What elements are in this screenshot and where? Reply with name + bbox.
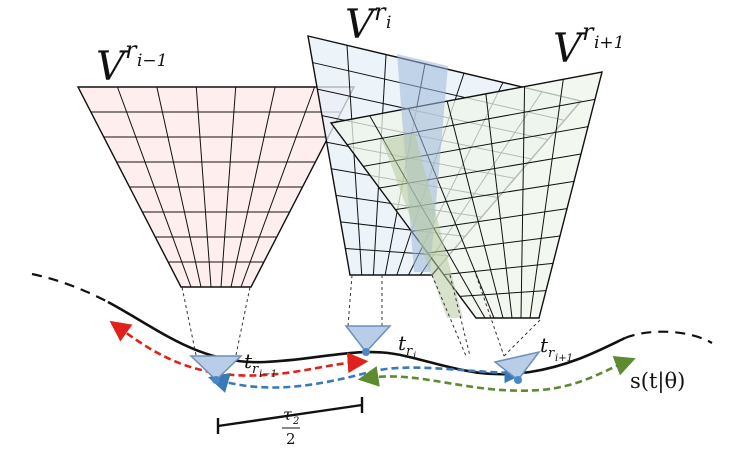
svg-text:V: V — [96, 44, 129, 90]
svg-text:r: r — [548, 346, 555, 361]
svg-text:i: i — [413, 351, 416, 362]
svg-text:i−1: i−1 — [137, 51, 168, 71]
svg-text:2: 2 — [292, 416, 299, 427]
tau-bracket — [216, 397, 364, 434]
projection-lines — [181, 274, 543, 357]
label-view-left: V r i−1 — [96, 36, 168, 90]
trajectory-dashed-right — [624, 330, 713, 344]
svg-text:t: t — [244, 349, 253, 373]
svg-text:t: t — [398, 331, 407, 355]
view-grid-left — [76, 86, 356, 288]
trajectory-dashed-left — [31, 272, 109, 303]
svg-text:r: r — [125, 36, 138, 64]
svg-text:r: r — [252, 362, 259, 377]
camera-frustum-icon — [344, 325, 392, 356]
svg-text:V: V — [345, 2, 378, 48]
svg-text:i−1: i−1 — [259, 369, 277, 380]
svg-text:i: i — [386, 13, 391, 33]
label-time-left: t r i−1 — [244, 349, 277, 380]
svg-text:r: r — [582, 18, 595, 46]
svg-text:i+1: i+1 — [555, 353, 573, 364]
label-time-right: t r i+1 — [540, 333, 573, 364]
arrow-red — [109, 320, 369, 377]
svg-text:V: V — [553, 26, 586, 72]
svg-text:r: r — [406, 344, 413, 359]
label-view-middle: V r i — [345, 0, 391, 48]
overlap-bands — [382, 54, 463, 318]
label-tau-half: τ 2 2 — [282, 405, 300, 448]
label-trajectory: s(t|θ) — [630, 369, 685, 394]
svg-text:τ: τ — [283, 405, 293, 424]
svg-text:t: t — [540, 333, 549, 357]
camera-frustum-icon — [493, 350, 541, 384]
camera-frustum-icon — [189, 355, 243, 384]
arrow-green — [357, 355, 636, 392]
svg-text:i+1: i+1 — [594, 33, 625, 53]
label-time-middle: t r i — [398, 331, 416, 362]
label-view-right: V r i+1 — [553, 18, 625, 72]
svg-text:r: r — [374, 0, 387, 26]
svg-text:2: 2 — [286, 430, 296, 448]
